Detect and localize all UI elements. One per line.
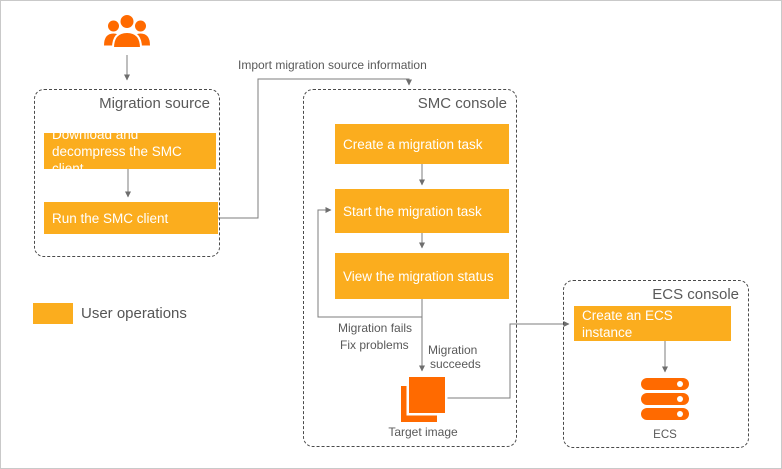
ecs-server-bar [641, 408, 689, 420]
users-icon [101, 12, 153, 53]
ecs-server-bar [641, 393, 689, 405]
edge-label-migration-fails: Migration fails [338, 321, 413, 335]
step-download-decompress-smc-client: Download and decompress the SMC client [44, 127, 216, 176]
edge-label-migration-succeeds-2: succeeds [430, 357, 481, 371]
step-view-migration-status: View the migration status [335, 253, 509, 299]
ecs-server-dot [677, 411, 683, 417]
edge-label-import-migration-source-info: Import migration source information [238, 58, 427, 72]
legend-user-operations-swatch [33, 303, 73, 324]
target-image-icon [401, 377, 445, 422]
ecs-server-bar [641, 378, 689, 390]
ecs-server-dot [677, 381, 683, 387]
group-title-migration-source: Migration source [99, 95, 210, 112]
ecs-server-icon [641, 378, 689, 420]
group-title-ecs-console: ECS console [652, 286, 739, 303]
step-create-ecs-instance: Create an ECS instance [574, 306, 731, 341]
group-ecs-console: ECS console [563, 280, 749, 448]
ecs-server-dot [677, 396, 683, 402]
target-image-label: Target image [388, 425, 458, 439]
edge-label-fix-problems: Fix problems [340, 338, 409, 352]
target-image-front-square [409, 377, 445, 413]
ecs-icon-label: ECS [653, 429, 677, 441]
step-create-migration-task: Create a migration task [335, 124, 509, 164]
group-migration-source: Migration source [34, 89, 220, 257]
edge-label-migration-succeeds-1: Migration [428, 343, 478, 357]
step-start-migration-task: Start the migration task [335, 189, 509, 233]
step-run-smc-client: Run the SMC client [44, 202, 218, 234]
legend-user-operations-label: User operations [81, 305, 187, 322]
group-smc-console: SMC console [303, 89, 517, 447]
group-title-smc-console: SMC console [417, 95, 507, 112]
